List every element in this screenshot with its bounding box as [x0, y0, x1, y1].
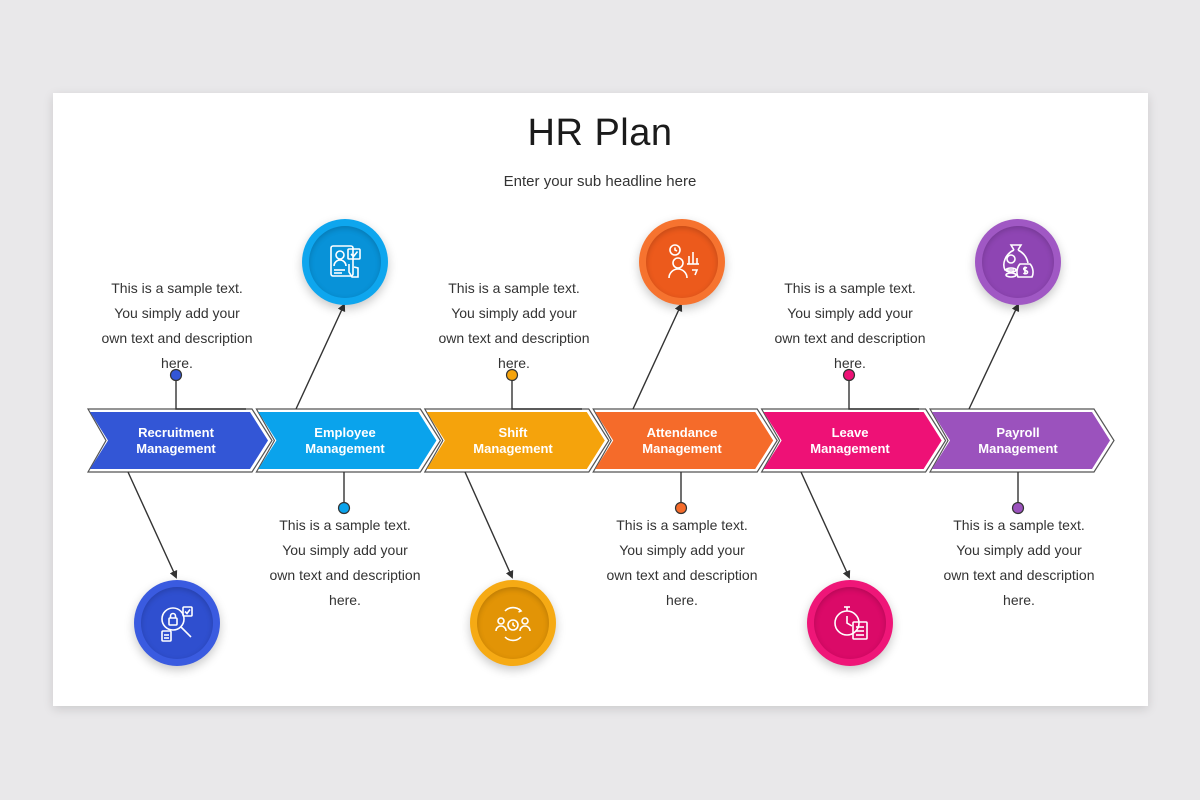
description-dot	[169, 368, 183, 382]
description-connector	[848, 375, 919, 410]
attendance-clock-icon	[668, 244, 699, 279]
description-dot	[1011, 501, 1025, 515]
chevron-step-recruitment	[90, 412, 268, 469]
icon-arrow-recruitment	[127, 471, 178, 579]
page-title: HR Plan	[527, 112, 673, 154]
step-label-line: Management	[642, 441, 722, 456]
description-line: You simply add your	[451, 305, 577, 321]
chevron-outline	[86, 408, 273, 473]
chevron-step-attendance	[595, 412, 774, 469]
slide-canvas	[53, 93, 1148, 706]
description-line: own text and description	[269, 567, 421, 583]
shift-icon-inner	[477, 587, 549, 659]
description-shift: This is a sample text. You simply add yo…	[429, 276, 599, 376]
description-line: here.	[1003, 592, 1035, 608]
icon-arrow-shift	[464, 471, 514, 579]
description-line: here.	[834, 355, 866, 371]
icon-arrow-payroll	[968, 303, 1020, 410]
leave-icon-inner	[814, 587, 886, 659]
icon-arrow-employee	[295, 303, 346, 410]
icon-arrow-leave	[800, 471, 851, 579]
description-line: You simply add your	[282, 542, 408, 558]
chevron-outline	[928, 408, 1115, 473]
description-line: here.	[498, 355, 530, 371]
step-label-line: Management	[978, 441, 1058, 456]
step-label-line: Recruitment	[138, 425, 214, 440]
chevron-outline	[760, 408, 947, 473]
chevron-outline	[255, 408, 442, 473]
description-line: here.	[161, 355, 193, 371]
description-line: own text and description	[101, 330, 253, 346]
employee-icon-inner	[309, 226, 381, 298]
step-label-line: Leave	[831, 425, 869, 440]
step-label-line: Management	[473, 441, 553, 456]
leave-icon-badge	[807, 580, 893, 666]
icon-arrow-attendance	[632, 303, 683, 410]
description-line: here.	[329, 592, 361, 608]
chevron-outline	[423, 408, 610, 473]
chevron-step-leave	[763, 412, 942, 469]
shift-team-icon	[495, 606, 531, 642]
attendance-icon-badge	[639, 219, 725, 305]
chevron-outline	[592, 408, 778, 473]
step-label-shift: Shift Management	[438, 425, 588, 457]
description-connector	[175, 375, 246, 410]
step-label-recruitment: Recruitment Management	[101, 425, 251, 457]
description-dot	[505, 368, 519, 382]
description-line: You simply add your	[114, 305, 240, 321]
description-line: This is a sample text.	[111, 280, 243, 296]
description-line: This is a sample text.	[448, 280, 580, 296]
step-label-employee: Employee Management	[270, 425, 420, 457]
recruitment-icon-inner	[141, 587, 213, 659]
description-connector	[511, 375, 582, 410]
step-label-leave: Leave Management	[775, 425, 925, 457]
step-label-line: Payroll	[996, 425, 1040, 440]
description-line: This is a sample text.	[953, 517, 1085, 533]
leave-stopwatch-icon	[834, 606, 868, 640]
description-employee: This is a sample text. You simply add yo…	[260, 513, 430, 613]
description-attendance: This is a sample text. You simply add yo…	[597, 513, 767, 613]
description-payroll: This is a sample text. You simply add yo…	[934, 513, 1104, 613]
chevron-step-shift	[426, 412, 605, 469]
description-line: This is a sample text.	[279, 517, 411, 533]
description-line: own text and description	[606, 567, 758, 583]
recruitment-icon-badge	[134, 580, 220, 666]
step-label-line: Employee	[314, 425, 376, 440]
step-label-payroll: Payroll Management	[943, 425, 1093, 457]
description-line: You simply add your	[956, 542, 1082, 558]
page-subtitle: Enter your sub headline here	[503, 173, 697, 190]
step-label-line: Shift	[498, 425, 528, 440]
description-line: own text and description	[943, 567, 1095, 583]
step-label-line: Management	[305, 441, 385, 456]
description-dot	[674, 501, 688, 515]
step-label-line: Management	[810, 441, 890, 456]
description-line: own text and description	[438, 330, 590, 346]
payroll-icon-badge	[975, 219, 1061, 305]
description-line: own text and description	[774, 330, 926, 346]
description-line: This is a sample text.	[616, 517, 748, 533]
step-label-line: Attendance	[646, 425, 718, 440]
payroll-icon-inner	[982, 226, 1054, 298]
recruitment-search-icon	[161, 606, 193, 642]
attendance-icon-inner	[646, 226, 718, 298]
description-dot	[337, 501, 351, 515]
chevron-step-employee	[258, 412, 437, 469]
description-dot	[842, 368, 856, 382]
step-label-line: Management	[136, 441, 216, 456]
chevron-step-payroll	[932, 412, 1110, 469]
description-leave: This is a sample text. You simply add yo…	[765, 276, 935, 376]
employee-document-icon	[330, 245, 361, 278]
step-label-attendance: Attendance Management	[607, 425, 757, 457]
payroll-money-icon	[1003, 244, 1034, 278]
shift-icon-badge	[470, 580, 556, 666]
description-recruitment: This is a sample text. You simply add yo…	[92, 276, 262, 376]
description-line: here.	[666, 592, 698, 608]
description-line: You simply add your	[787, 305, 913, 321]
description-line: You simply add your	[619, 542, 745, 558]
description-line: This is a sample text.	[784, 280, 916, 296]
employee-icon-badge	[302, 219, 388, 305]
